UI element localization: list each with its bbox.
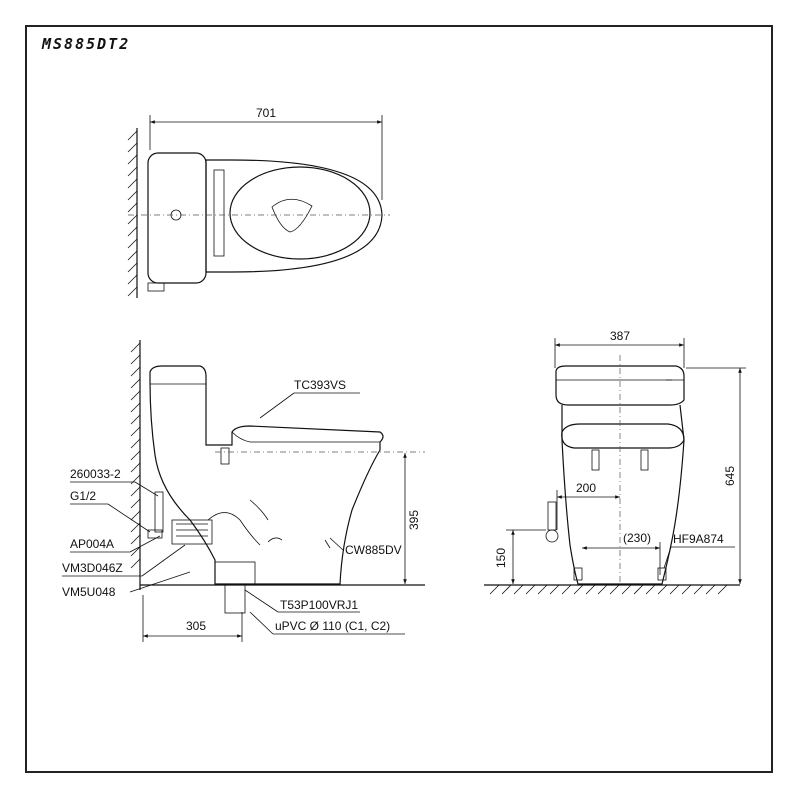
fixing-bolt-right (657, 567, 667, 581)
dim-offset: (230) (623, 531, 651, 545)
supply-nut (147, 529, 163, 539)
supply-valve-top (147, 282, 165, 292)
front-view: 387 200 150 (230) HF9A874 645 (484, 329, 746, 595)
dim-seat-height: 395 (407, 510, 421, 530)
label-bowl: CW885DV (345, 543, 402, 557)
drain-hose (207, 512, 261, 546)
water-spot-top (271, 198, 313, 233)
dim-total-height: 645 (723, 466, 737, 486)
label-pipe: uPVC Ø 110 (C1, C2) (275, 619, 390, 633)
valve-knob-icon (545, 529, 559, 543)
seat-opening-top (229, 166, 371, 260)
dim-foot-spacing: 200 (576, 481, 596, 495)
flange-assembly (171, 519, 213, 545)
dim-rough-in: 305 (186, 619, 206, 633)
fixing-bolt-left (573, 567, 583, 581)
toilet-profile-side (149, 365, 384, 585)
label-flange-b: VM5U048 (62, 585, 116, 599)
seat-front (561, 423, 685, 449)
trapway-curve-1 (249, 499, 269, 521)
bowl-front (561, 404, 685, 585)
seat-hinge-top (213, 169, 225, 257)
label-thread: G1/2 (70, 489, 96, 503)
outlet-pipe (224, 584, 246, 614)
floor-hatch-front (489, 584, 728, 595)
seat-bolt-left (591, 449, 600, 471)
seat-bolt-right (640, 449, 649, 471)
hinge-bolt-side (220, 447, 230, 465)
drawing-frame (25, 25, 773, 773)
trapway-mark (324, 539, 331, 549)
bowl-outline-top (205, 159, 383, 273)
label-stop-valve: 260033-2 (70, 467, 121, 481)
dim-supply-height: 150 (494, 548, 508, 568)
wall-hatch-side (130, 342, 141, 569)
model-title: MS885DT2 (42, 35, 131, 53)
label-outlet: T53P100VRJ1 (280, 598, 358, 612)
seat-lid-side (231, 431, 380, 443)
label-adapter: AP004A (70, 537, 114, 551)
trapway-curve-2 (267, 537, 283, 543)
dim-front-width: 387 (610, 329, 630, 343)
tank-front (555, 365, 685, 406)
top-view: 701 (127, 106, 390, 298)
label-seat: TC393VS (294, 378, 346, 392)
tank-top (147, 152, 207, 284)
outlet-socket (214, 561, 256, 585)
label-flange-a: VM3D046Z (62, 561, 123, 575)
dim-top-width: 701 (256, 106, 276, 120)
wall-hatch-top (127, 130, 138, 297)
supply-valve-side (154, 491, 164, 533)
supply-valve-front (547, 501, 557, 531)
side-view: 395 305 TC393VS CW885DV 260033-2 G1/2 AP… (62, 340, 425, 642)
label-fixing: HF9A874 (673, 532, 724, 546)
